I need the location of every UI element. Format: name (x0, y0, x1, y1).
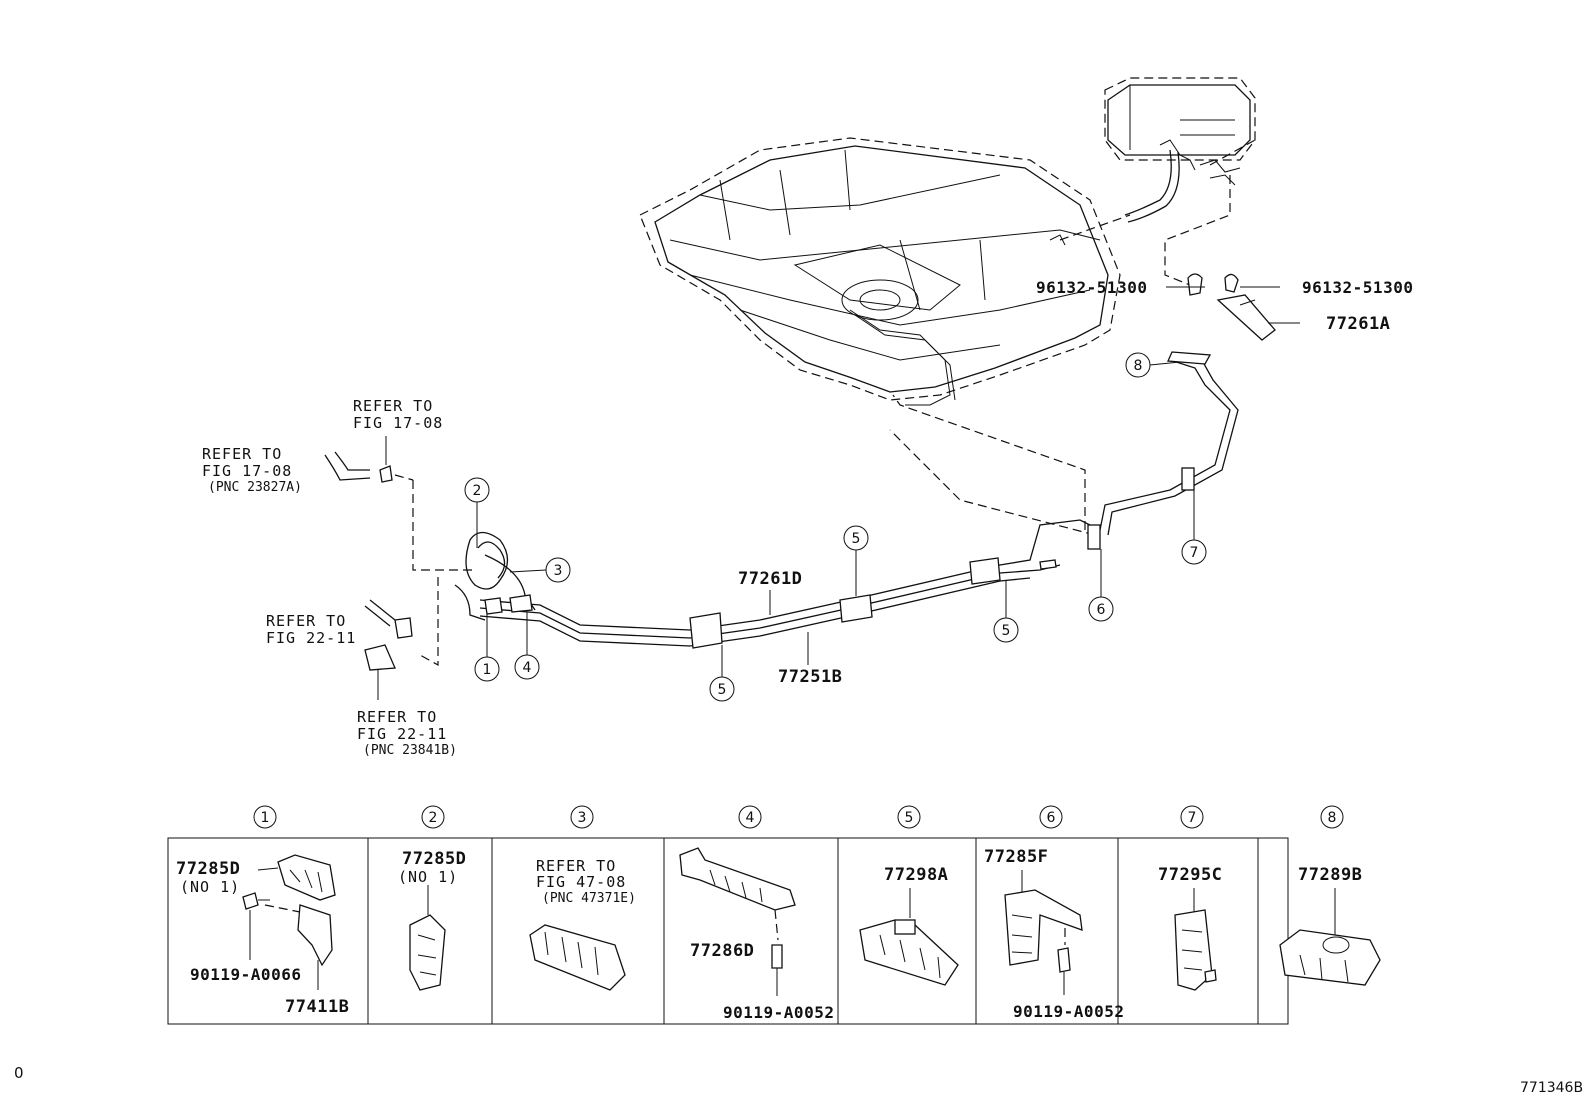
panel-header-6: 6 (1039, 805, 1063, 829)
svg-text:3: 3 (578, 810, 587, 826)
svg-text:REFER TO: REFER TO (536, 857, 616, 875)
panel-header-7: 7 (1180, 805, 1204, 829)
svg-text:77289B: 77289B (1298, 865, 1362, 885)
callout-7: 7 (1181, 490, 1207, 565)
svg-text:90119-A0066: 90119-A0066 (190, 965, 301, 984)
detail-panel-1: 77285D (NO 1) 90119-A0066 77411B (176, 854, 349, 1017)
svg-text:77285D: 77285D (402, 849, 466, 869)
panel-header-8: 8 (1320, 805, 1344, 829)
callout-5-b: 5 (843, 525, 869, 596)
part-label-hose-clamp-left: 96132-51300 (1036, 278, 1147, 297)
svg-text:5: 5 (852, 531, 861, 547)
refer-note-fig-17-08-left: REFER TO FIG 17-08 (PNC 23827A) (202, 445, 302, 495)
detail-panel-5: 77298A (859, 865, 959, 986)
svg-text:77285F: 77285F (984, 847, 1048, 867)
svg-text:77295C: 77295C (1158, 865, 1222, 885)
callout-4: 4 (514, 612, 540, 680)
svg-text:FIG 47-08: FIG 47-08 (536, 873, 626, 891)
charcoal-canister-drawing (1059, 77, 1256, 286)
reference-parts-left (324, 436, 414, 700)
detail-panel-6: 77285F 90119-A0052 (984, 847, 1124, 1021)
svg-text:6: 6 (1097, 602, 1106, 618)
callout-1: 1 (474, 612, 500, 682)
panel-header-2: 2 (421, 805, 445, 829)
callout-5-c: 5 (993, 580, 1019, 643)
svg-text:90119-A0052: 90119-A0052 (1013, 1002, 1124, 1021)
svg-text:8: 8 (1134, 358, 1143, 374)
svg-text:8: 8 (1328, 810, 1337, 826)
fuel-tank-drawing (639, 137, 1121, 406)
detail-panel-7: 77295C (1158, 865, 1222, 991)
svg-text:7: 7 (1188, 810, 1197, 826)
part-label-hose-clamp-right: 96132-51300 (1302, 278, 1413, 297)
svg-text:FIG 17-08: FIG 17-08 (202, 462, 292, 480)
refer-note-fig-22-11-lower: REFER TO FIG 22-11 (PNC 23841B) (357, 708, 457, 758)
detail-panel-frame (167, 837, 1289, 1025)
svg-text:REFER TO: REFER TO (202, 445, 282, 463)
svg-text:(NO 1): (NO 1) (398, 868, 458, 886)
svg-text:6: 6 (1047, 810, 1056, 826)
corner-marker: 0 (14, 1064, 24, 1082)
svg-text:REFER TO: REFER TO (266, 612, 346, 630)
part-label-hose: 77261A (1326, 314, 1390, 334)
callout-2: 2 (464, 477, 490, 548)
detail-panel-2: 77285D (NO 1) (398, 849, 466, 991)
svg-text:5: 5 (718, 682, 727, 698)
svg-text:5: 5 (1002, 623, 1011, 639)
panel-header-4: 4 (738, 805, 762, 829)
svg-text:2: 2 (473, 483, 482, 499)
svg-text:3: 3 (554, 563, 563, 579)
svg-text:REFER TO: REFER TO (357, 708, 437, 726)
svg-text:(NO 1): (NO 1) (180, 878, 240, 896)
svg-text:77285D: 77285D (176, 859, 240, 879)
svg-text:1: 1 (261, 810, 270, 826)
panel-header-1: 1 (253, 805, 277, 829)
figure-code: 771346B (1520, 1080, 1584, 1096)
detail-panel-4: 77286D 90119-A0052 (679, 847, 834, 1022)
svg-text:REFER TO: REFER TO (353, 397, 433, 415)
svg-text:4: 4 (746, 810, 755, 826)
svg-text:4: 4 (523, 660, 532, 676)
part-label-tube-upper: 77261D (738, 569, 802, 589)
callout-8: 8 (1125, 352, 1181, 378)
refer-note-fig-22-11-upper: REFER TO FIG 22-11 (266, 612, 356, 647)
svg-text:(PNC 23841B): (PNC 23841B) (363, 743, 457, 758)
svg-text:2: 2 (429, 810, 438, 826)
svg-text:77411B: 77411B (285, 997, 349, 1017)
svg-text:90119-A0052: 90119-A0052 (723, 1003, 834, 1022)
svg-text:77286D: 77286D (690, 941, 754, 961)
svg-text:7: 7 (1190, 545, 1199, 561)
svg-text:1: 1 (483, 662, 492, 678)
svg-text:FIG 22-11: FIG 22-11 (357, 725, 447, 743)
callout-6: 6 (1088, 549, 1114, 622)
callout-5-a: 5 (709, 645, 735, 702)
callout-3: 3 (509, 557, 571, 583)
detail-panel-8: 77289B (1279, 865, 1381, 986)
svg-text:(PNC 23827A): (PNC 23827A) (208, 480, 302, 495)
svg-text:FIG 17-08: FIG 17-08 (353, 414, 443, 432)
detail-panel-3: REFER TO FIG 47-08 (PNC 47371E) (529, 857, 636, 991)
part-label-tube-lower: 77251B (778, 667, 842, 687)
fuel-tube-routing (412, 351, 1239, 667)
svg-text:77298A: 77298A (884, 865, 948, 885)
panel-header-5: 5 (897, 805, 921, 829)
hose-77261a-drawing (1166, 273, 1300, 341)
panel-header-3: 3 (570, 805, 594, 829)
svg-text:FIG 22-11: FIG 22-11 (266, 629, 356, 647)
refer-note-fig-17-08-top: REFER TO FIG 17-08 (353, 397, 443, 432)
svg-text:5: 5 (905, 810, 914, 826)
svg-text:(PNC 47371E): (PNC 47371E) (542, 891, 636, 906)
